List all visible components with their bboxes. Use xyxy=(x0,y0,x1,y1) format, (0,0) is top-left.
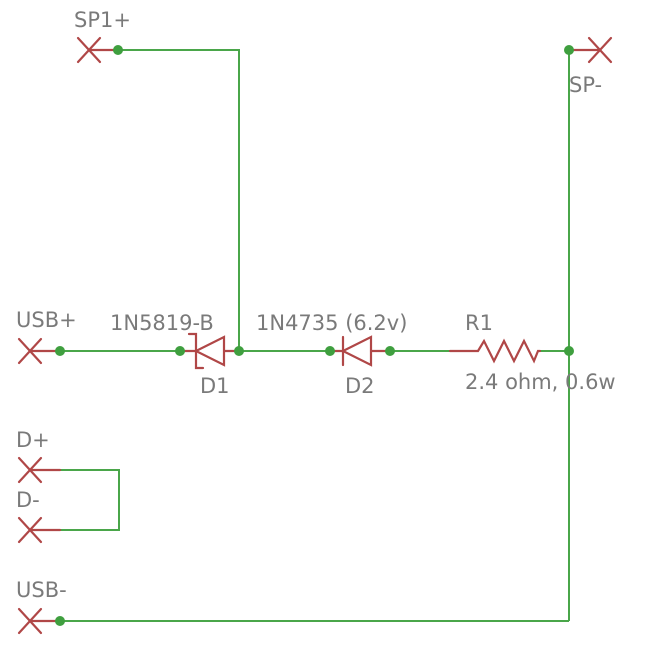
pin-label-d-minus: D- xyxy=(16,488,40,512)
x-pin-icon-d-minus[interactable] xyxy=(17,516,62,544)
x-pin-icon-usb-minus[interactable] xyxy=(17,607,62,635)
pin-label-sp1-plus: SP1+ xyxy=(74,8,131,32)
junction-dot-icon xyxy=(385,346,395,356)
pin-label-usb-plus: USB+ xyxy=(16,308,77,332)
r1-resistor-icon[interactable] xyxy=(448,338,542,364)
junction-dot-icon xyxy=(55,616,65,626)
d2-zener-diode-icon[interactable] xyxy=(328,335,392,367)
x-pin-icon-usb-plus[interactable] xyxy=(17,337,62,365)
wire-data-short xyxy=(30,469,120,531)
junction-dot-icon xyxy=(175,346,185,356)
wire-sp1-plus xyxy=(118,49,240,351)
r1-name-label: R1 xyxy=(465,311,493,335)
x-pin-icon-sp1-plus[interactable] xyxy=(76,36,120,64)
junction-dot-icon xyxy=(564,346,574,356)
d1-name-label: D1 xyxy=(200,374,230,398)
junction-dot-icon xyxy=(325,346,335,356)
d2-name-label: D2 xyxy=(345,374,375,398)
junction-dot-icon xyxy=(113,45,123,55)
d2-value-label: 1N4735 (6.2v) xyxy=(256,311,407,335)
pin-label-sp-minus: SP- xyxy=(569,73,602,97)
x-pin-icon-sp-minus[interactable] xyxy=(567,36,613,64)
r1-value-label: 2.4 ohm, 0.6w xyxy=(465,370,616,394)
pin-label-usb-minus: USB- xyxy=(16,578,67,602)
x-pin-icon-d-plus[interactable] xyxy=(17,456,62,484)
junction-dot-icon xyxy=(564,45,574,55)
junction-dot-icon xyxy=(55,346,65,356)
junction-dot-icon xyxy=(234,346,244,356)
pin-label-d-plus: D+ xyxy=(16,428,50,452)
junctions xyxy=(55,45,574,626)
wires xyxy=(30,49,570,622)
d1-schottky-diode-icon[interactable] xyxy=(178,332,241,370)
d1-value-label: 1N5819-B xyxy=(110,311,214,335)
